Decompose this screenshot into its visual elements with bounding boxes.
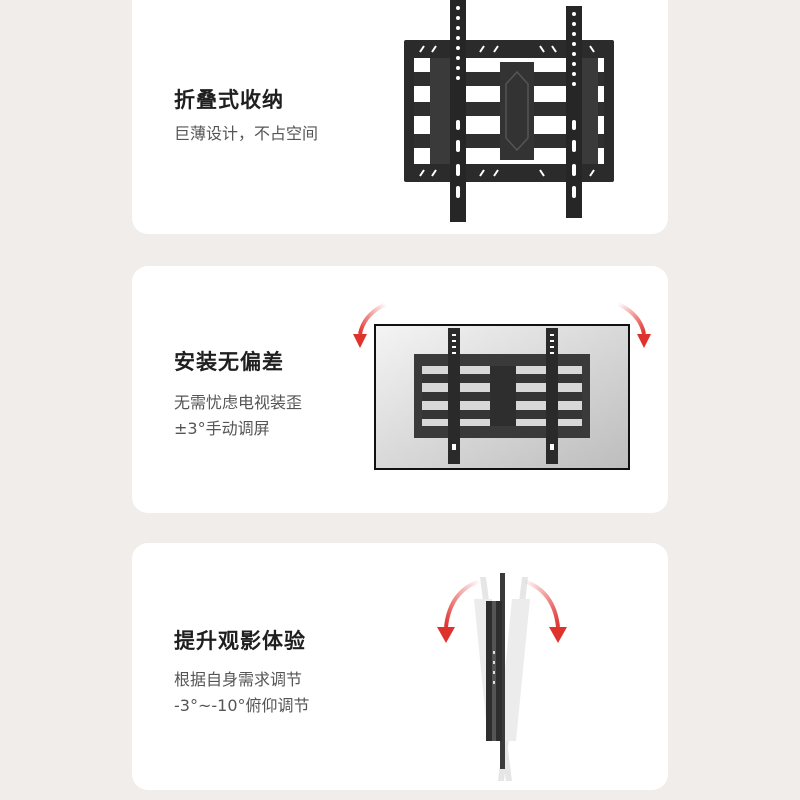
feature-description: 巨薄设计，不占空间 bbox=[174, 121, 318, 147]
tv-swivel-image bbox=[352, 296, 652, 476]
feature-title: 提升观影体验 bbox=[174, 629, 306, 653]
feature-title: 折叠式收纳 bbox=[174, 88, 284, 112]
feature-line: 根据自身需求调节 bbox=[174, 670, 303, 689]
feature-line: -3°~-10°俯仰调节 bbox=[174, 696, 310, 715]
feature-line: 巨薄设计，不占空间 bbox=[174, 124, 319, 143]
feature-card-alignment: 安装无偏差 无需忧虑电视装歪 ±3°手动调屏 bbox=[132, 266, 668, 513]
feature-description: 根据自身需求调节 -3°~-10°俯仰调节 bbox=[174, 667, 310, 719]
feature-title: 安装无偏差 bbox=[174, 350, 284, 374]
feature-line: ±3°手动调屏 bbox=[174, 419, 270, 438]
tv-tilt-side-image bbox=[422, 571, 582, 790]
feature-card-foldable: 折叠式收纳 巨薄设计，不占空间 bbox=[132, 0, 668, 234]
wall-mount-bracket-image bbox=[400, 0, 630, 230]
feature-description: 无需忧虑电视装歪 ±3°手动调屏 bbox=[174, 390, 302, 442]
feature-card-tilt: 提升观影体验 根据自身需求调节 -3°~-10°俯仰调节 bbox=[132, 543, 668, 790]
feature-line: 无需忧虑电视装歪 bbox=[174, 393, 303, 412]
